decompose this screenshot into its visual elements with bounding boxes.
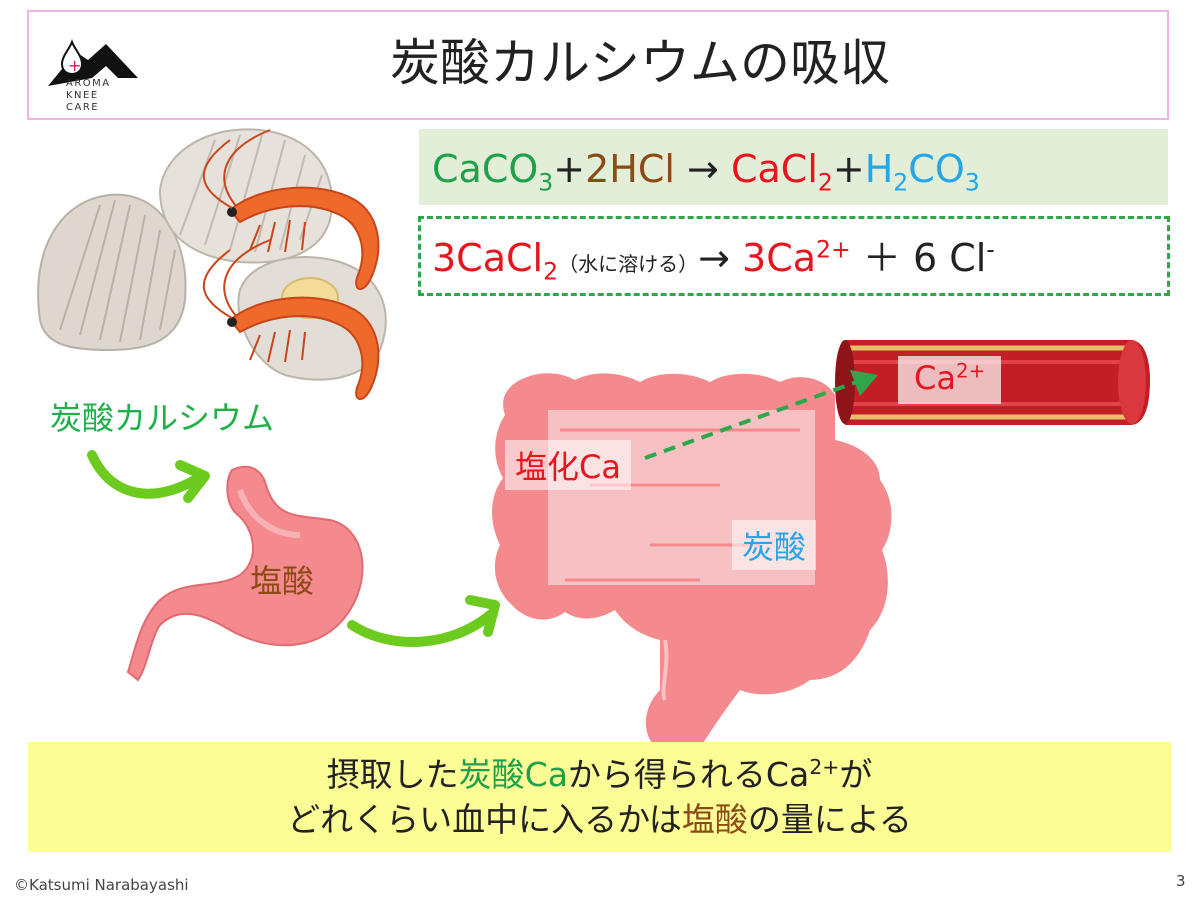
- arrow-to-stomach-icon: [87, 450, 210, 503]
- calcium-ion-label: Ca2+: [898, 356, 1002, 404]
- eq1-arrow: →: [687, 147, 719, 191]
- shrimp-icon: [202, 129, 380, 400]
- absorption-arrow-icon: [644, 370, 878, 460]
- equation-2: 3CaCl2（水に溶ける）→ 3Ca2+ ＋ 6 Cl-: [432, 233, 995, 289]
- hydrochloric-acid-label: 塩酸: [250, 562, 315, 600]
- eq2-plus: ＋: [862, 236, 901, 280]
- intestine-icon: [492, 373, 892, 755]
- logo-line-3: CARE: [66, 102, 100, 113]
- eq2-product1: 3Ca2+: [742, 235, 851, 280]
- eq1-reactant1: CaCO3: [432, 147, 554, 197]
- eq1-reactant2: 2HCl: [585, 147, 675, 191]
- calcium-chloride-label: 塩化Ca: [505, 440, 631, 490]
- equation-1: CaCO3+2HCl → CaCl2+H2CO3: [432, 144, 980, 194]
- logo-text: AROMA KNEE CARE: [66, 78, 111, 114]
- eq2-arrow: →: [698, 236, 730, 280]
- eq1-plus2: +: [832, 147, 865, 191]
- eq2-product2: 6 Cl-: [912, 235, 995, 280]
- eq1-product1: CaCl2: [730, 147, 833, 197]
- logo-line-1: AROMA: [66, 78, 111, 89]
- page-title: 炭酸カルシウムの吸収: [390, 34, 890, 92]
- stomach-icon: [126, 465, 364, 682]
- scallop-shell-icon: [37, 128, 387, 381]
- arrow-to-intestine-icon: [347, 595, 500, 647]
- summary-line-2: どれくらい血中に入るかは塩酸の量による: [287, 800, 912, 839]
- equation-1-box: [419, 129, 1168, 205]
- eq2-reactant: 3CaCl2: [432, 236, 559, 286]
- calcium-carbonate-label: 炭酸カルシウム: [50, 399, 275, 437]
- eq1-plus1: +: [553, 147, 586, 191]
- eq2-note: （水に溶ける）: [558, 252, 699, 276]
- carbonic-acid-label: 炭酸: [732, 520, 817, 570]
- title-frame: [27, 10, 1169, 120]
- logo-icon: +: [48, 38, 138, 86]
- summary-line-1: 摂取した炭酸Caから得られるCa2+が: [326, 755, 873, 794]
- eq1-product2: H2CO3: [864, 147, 980, 197]
- copyright: ©Katsumi Narabayashi: [14, 876, 189, 894]
- svg-text:+: +: [68, 56, 81, 75]
- logo-line-2: KNEE: [66, 90, 99, 101]
- page-number: 3: [1176, 872, 1186, 890]
- equation-2-box: [418, 216, 1170, 296]
- summary-box: [28, 742, 1171, 852]
- summary-text: 摂取した炭酸Caから得られるCa2+が どれくらい血中に入るかは塩酸の量による: [28, 752, 1171, 842]
